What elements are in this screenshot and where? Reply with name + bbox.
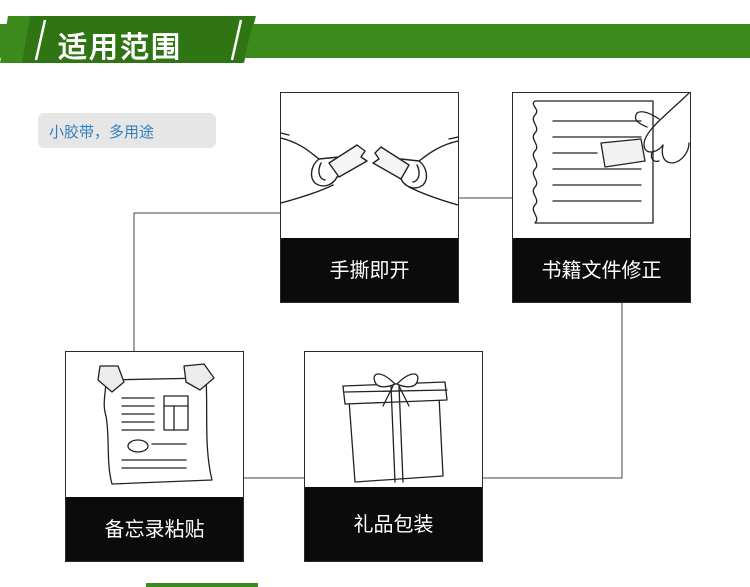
next-section-banner-edge xyxy=(146,583,258,587)
memo-paste-icon xyxy=(97,363,215,485)
card-gift-wrap: 礼品包装 xyxy=(304,351,483,562)
card-label: 备忘录粘贴 xyxy=(66,497,243,561)
tagline-text: 小胶带，多用途 xyxy=(49,123,155,141)
banner-title: 适用范围 xyxy=(58,30,183,64)
card-label: 手撕即开 xyxy=(281,238,458,302)
banner-shape xyxy=(0,16,750,63)
card-book-repair: 书籍文件修正 xyxy=(512,92,691,303)
section-banner: 适用范围 xyxy=(0,10,750,64)
card-tear-open: 手撕即开 xyxy=(280,92,459,303)
gift-box-icon xyxy=(342,373,448,483)
card-label: 书籍文件修正 xyxy=(513,238,690,302)
tagline-badge: 小胶带，多用途 xyxy=(38,113,216,148)
document-repair-icon xyxy=(532,93,690,224)
card-label: 礼品包装 xyxy=(305,487,482,561)
tearing-tape-icon xyxy=(281,132,458,206)
card-memo-paste: 备忘录粘贴 xyxy=(65,351,244,562)
